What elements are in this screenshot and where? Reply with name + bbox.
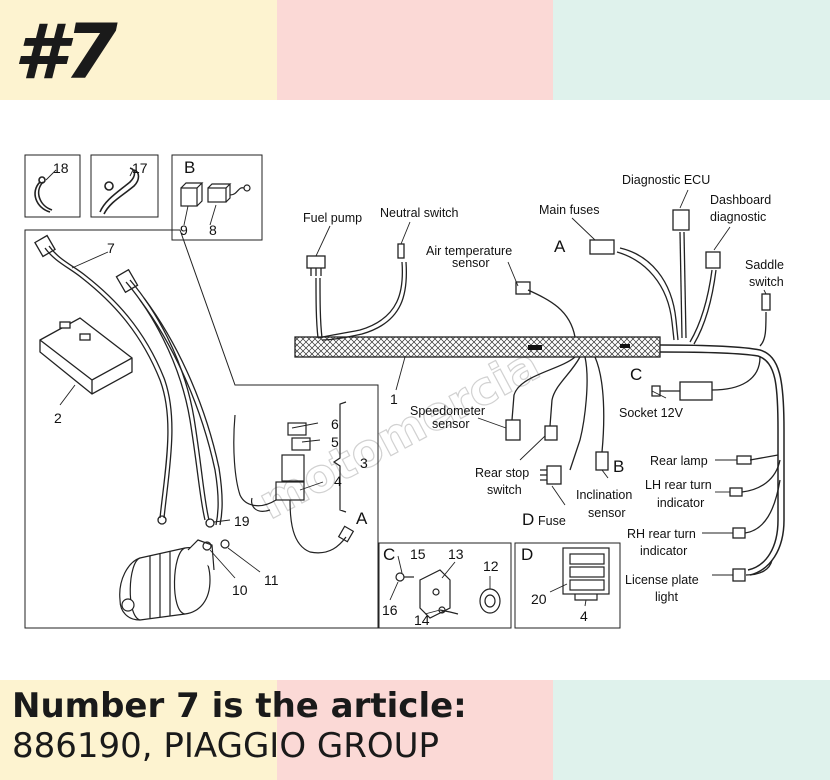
inset-box-c — [378, 542, 512, 629]
label-license-plate: License plate — [625, 573, 699, 587]
article-caption: Number 7 is the article: 886190, PIAGGIO… — [12, 686, 467, 766]
main-harness — [294, 336, 785, 576]
inset-box-battery-starter — [24, 229, 379, 629]
letter-a-relay: A — [356, 509, 368, 528]
starter-motor-drawing — [119, 539, 215, 621]
letter-a-fuses: A — [554, 237, 566, 256]
label-main-fuses: Main fuses — [539, 203, 599, 217]
inset-box-17 — [90, 154, 159, 218]
part-number-5: 5 — [331, 434, 339, 450]
label-air-sensor: sensor — [452, 256, 490, 270]
label-plate-light: light — [655, 590, 678, 604]
header-band-yellow — [0, 0, 277, 100]
part-number-4-fuse: 4 — [580, 608, 588, 624]
label-fuel-pump: Fuel pump — [303, 211, 362, 225]
inset-d-fuse-block — [562, 547, 610, 601]
letter-d-fuse: D — [522, 510, 534, 529]
part-number-18: 18 — [53, 160, 69, 176]
sensor-8-drawing — [207, 183, 251, 203]
label-neutral-switch: Neutral switch — [380, 206, 459, 220]
inset-box-d — [514, 542, 621, 629]
label-dashboard: Dashboard — [710, 193, 771, 207]
letter-c-socket: C — [630, 365, 642, 384]
header-band-mint — [553, 0, 830, 100]
label-saddle: Saddle — [745, 258, 784, 272]
part-number-13: 13 — [448, 546, 464, 562]
letter-d-inset: D — [521, 545, 533, 564]
label-lh-indicator: indicator — [657, 496, 704, 510]
part-number-15: 15 — [410, 546, 426, 562]
label-switch: switch — [749, 275, 784, 289]
label-inclination: Inclination — [576, 488, 632, 502]
part-number-16: 16 — [382, 602, 398, 618]
battery-cables — [34, 234, 223, 528]
label-rear-stop: Rear stop — [475, 466, 529, 480]
part-number-1: 1 — [390, 391, 398, 407]
label-rh-rear-turn: RH rear turn — [627, 527, 696, 541]
label-diagnostic: diagnostic — [710, 210, 766, 224]
inset-c-parts — [395, 569, 501, 619]
label-lh-rear-turn: LH rear turn — [645, 478, 712, 492]
label-speedometer: Speedometer — [410, 404, 485, 418]
part-number-8: 8 — [209, 222, 217, 238]
part-number-10: 10 — [232, 582, 248, 598]
harness-branches — [306, 209, 771, 347]
footer-band-pink — [277, 680, 553, 780]
letter-b-inclination: B — [613, 457, 624, 476]
footer-band-mint — [553, 680, 830, 780]
part-number-11: 11 — [264, 572, 279, 588]
strap-17-drawing — [99, 167, 140, 215]
battery-drawing — [39, 317, 133, 395]
label-air-temperature: Air temperature — [426, 244, 512, 258]
label-diagnostic-ecu: Diagnostic ECU — [622, 173, 710, 187]
label-speedo-sensor: sensor — [432, 417, 470, 431]
letter-c-inset: C — [383, 545, 395, 564]
label-rh-indicator: indicator — [640, 544, 687, 558]
svg-text:motomercia: motomercia — [250, 337, 548, 530]
letter-b-inset: B — [184, 158, 195, 177]
part-number-14: 14 — [414, 612, 430, 628]
label-fuse: Fuse — [538, 514, 566, 528]
part-number-7: 7 — [107, 240, 115, 256]
washers-10-11 — [202, 539, 230, 551]
relay-9-drawing — [180, 182, 204, 207]
part-number-9: 9 — [180, 222, 188, 238]
part-number-12: 12 — [483, 558, 499, 574]
header-band-pink — [277, 0, 553, 100]
label-rear-stop-switch: switch — [487, 483, 522, 497]
caption-line-1: Number 7 is the article: — [12, 686, 467, 726]
relay-harness-drawing — [233, 401, 355, 554]
label-socket-12v: Socket 12V — [619, 406, 684, 420]
label-rear-lamp: Rear lamp — [650, 454, 708, 468]
clamp-18-drawing — [34, 176, 53, 213]
part-number-6: 6 — [331, 416, 339, 432]
lower-branches — [505, 356, 781, 582]
item-number-badge: #7 — [14, 7, 118, 96]
leader-lines — [45, 169, 767, 615]
inset-box-b — [171, 154, 263, 241]
watermark: motomercia — [249, 336, 548, 530]
part-number-19: 19 — [234, 513, 250, 529]
part-number-20: 20 — [531, 591, 547, 607]
footer-band-yellow — [0, 680, 277, 780]
part-number-4: 4 — [334, 473, 342, 489]
inset-box-18 — [24, 154, 81, 218]
caption-line-2: 886190, PIAGGIO GROUP — [12, 726, 440, 766]
part-number-2: 2 — [54, 410, 62, 426]
label-inclination-sensor: sensor — [588, 506, 626, 520]
part-number-17: 17 — [132, 160, 148, 176]
part-number-3: 3 — [360, 455, 368, 471]
